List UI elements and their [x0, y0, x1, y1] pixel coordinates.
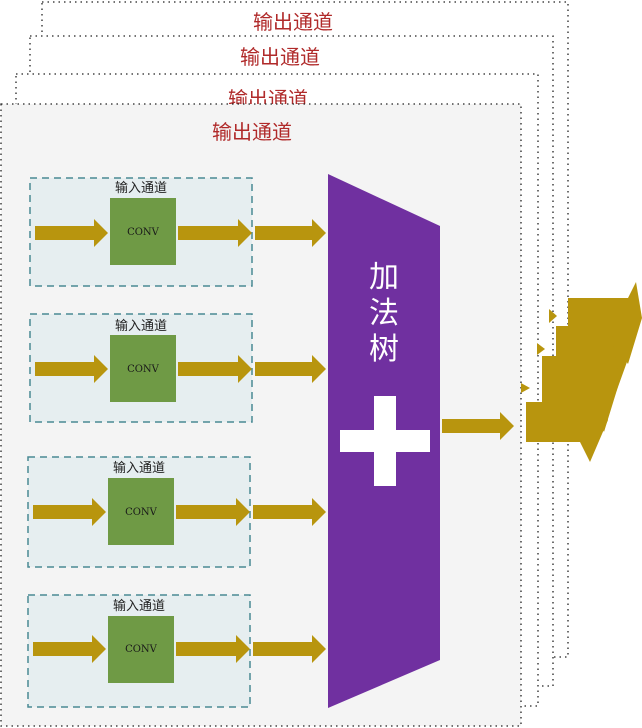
- input-channel-label: 输入通道: [113, 460, 165, 476]
- conv-output-arrow: [178, 355, 252, 383]
- input-channel-label: 输入通道: [115, 180, 167, 196]
- input-arrow: [33, 498, 106, 526]
- adder-tree-char-3: 树: [369, 332, 399, 367]
- conv-output-arrow: [176, 635, 250, 663]
- stack-edge-markers: [521, 309, 557, 393]
- to-adder-arrow: [255, 355, 326, 383]
- input-arrow: [33, 635, 106, 663]
- conv-block: [108, 616, 174, 683]
- input-channel-1: 输入通道 CONV: [29, 177, 326, 287]
- adder-tree: 加 法 树: [328, 174, 440, 708]
- conv-label: CONV: [125, 644, 158, 655]
- input-arrow: [35, 219, 108, 247]
- plus-icon: [340, 396, 430, 486]
- conv-block: [110, 198, 176, 265]
- output-channel-label-1: 输出通道: [212, 120, 292, 144]
- input-channel-label: 输入通道: [115, 318, 167, 334]
- output-arrow-1: [526, 384, 608, 462]
- input-channel-2: 输入通道 CONV: [29, 313, 326, 423]
- input-channel-3: 输入通道 CONV: [27, 456, 326, 568]
- conv-block: [108, 478, 174, 545]
- output-channel-label-4: 输出通道: [253, 10, 333, 34]
- input-channel-label: 输入通道: [113, 598, 165, 614]
- conv-output-arrow: [176, 498, 250, 526]
- input-channel-4: 输入通道 CONV: [27, 594, 326, 708]
- to-adder-arrow: [255, 219, 326, 247]
- conv-block: [110, 335, 176, 402]
- input-arrow: [35, 355, 108, 383]
- conv-label: CONV: [127, 364, 160, 375]
- output-channel-label-3: 输出通道: [240, 45, 320, 69]
- conv-output-arrow: [178, 219, 252, 247]
- to-adder-arrow: [253, 498, 326, 526]
- adder-tree-char-1: 加: [369, 260, 399, 295]
- adder-tree-char-2: 法: [369, 296, 399, 331]
- conv-label: CONV: [127, 227, 160, 238]
- conv-label: CONV: [125, 507, 158, 518]
- stacked-output-arrows: [526, 282, 642, 462]
- adder-output-arrow: [442, 412, 514, 440]
- to-adder-arrow: [253, 635, 326, 663]
